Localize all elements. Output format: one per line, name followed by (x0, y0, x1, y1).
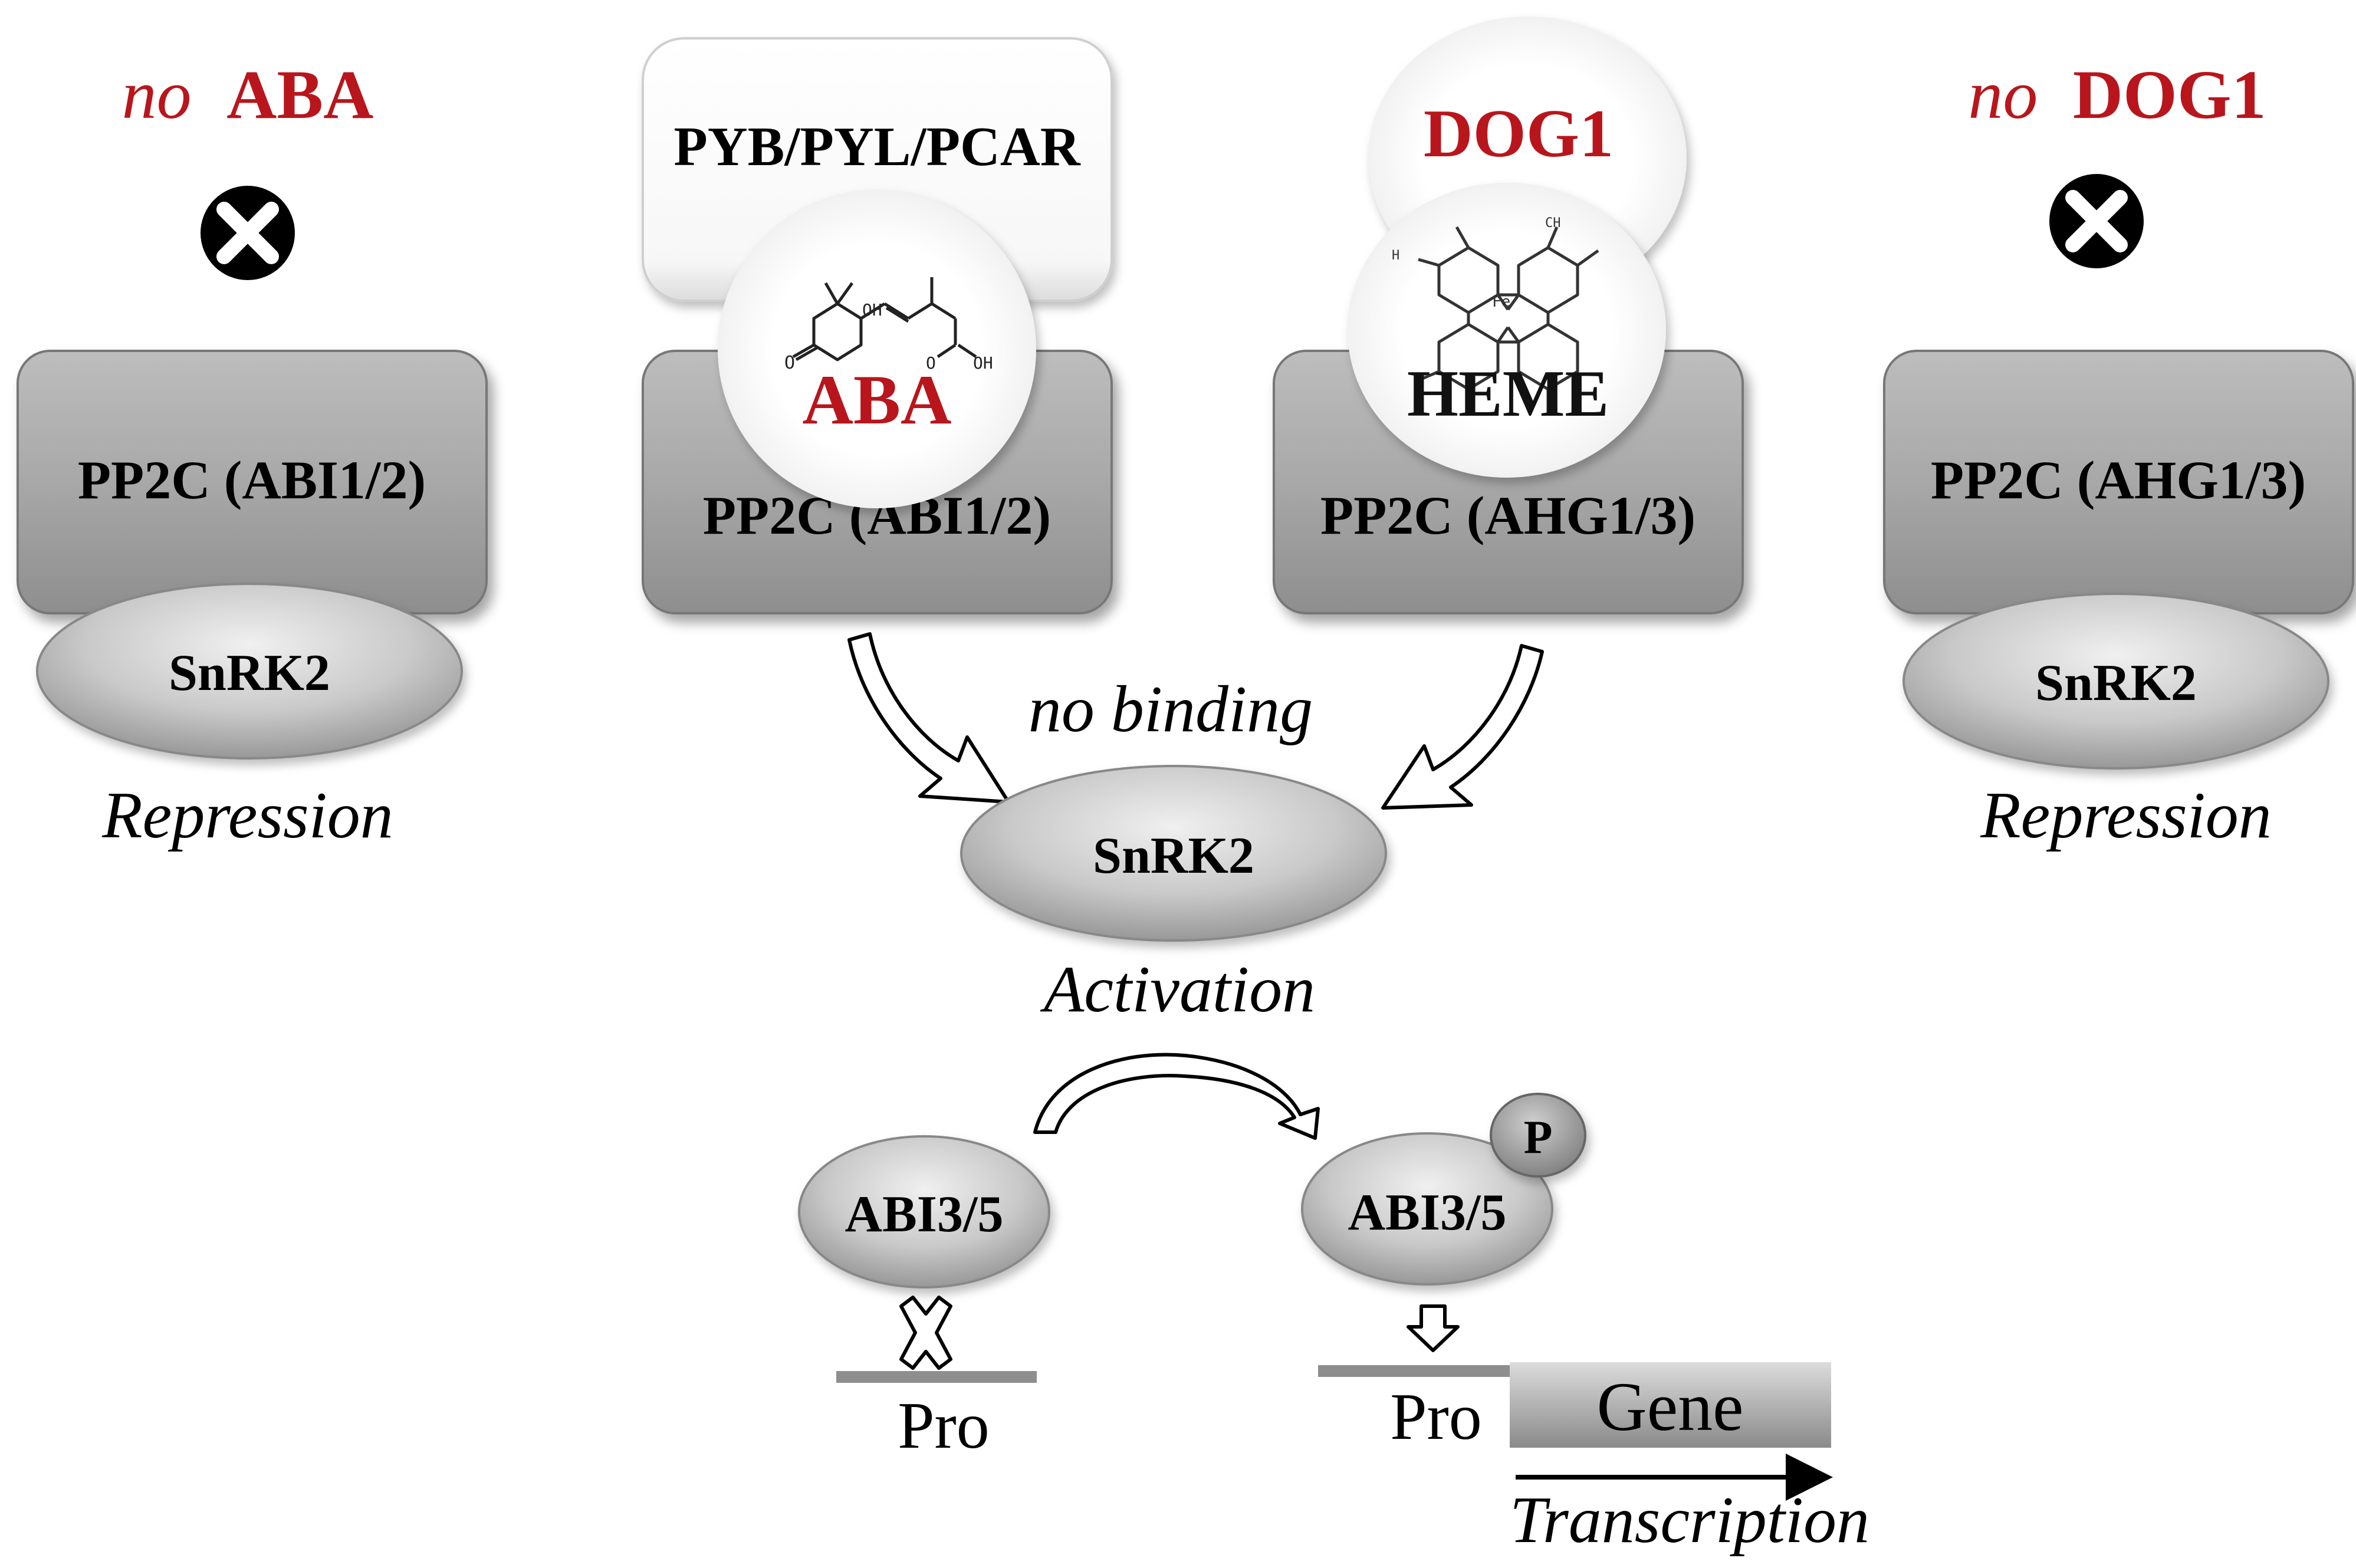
no-dog1-italic: no (1968, 56, 2038, 133)
x-circle-icon (201, 186, 295, 280)
no-dog1-bold: DOG1 (2073, 56, 2266, 133)
gene-label: Gene (1597, 1368, 1744, 1445)
abi35-label-active: ABI3/5 (1348, 1184, 1507, 1241)
no-dog1-title: no DOG1 (1968, 56, 2266, 133)
transcription-pathway: ABI3/5 ABI3/5 P Pro Pro Gene Transcripti… (798, 1053, 1869, 1557)
abi35-label-inactive: ABI3/5 (845, 1186, 1004, 1243)
promoter-line-inactive (836, 1371, 1037, 1383)
dog1-panel: PP2C (AHG1/3) DOG1 (1273, 17, 1744, 614)
snrk2-ellipse-left (36, 583, 463, 760)
aba-molecule-icon (792, 277, 977, 361)
curved-arrow-right (1381, 644, 1544, 810)
left-panel: no ABA PP2C (ABI1/2) SnRK2 Repression (17, 56, 488, 852)
no-aba-italic: no (122, 56, 192, 133)
snrk2-ellipse-right (1902, 593, 2329, 770)
heme-atom-ch3: CH (1545, 216, 1561, 231)
activation-label: Activation (1040, 953, 1315, 1026)
promoter-line-active (1318, 1365, 1510, 1377)
x-circle-icon (2049, 174, 2144, 268)
snrk2-label-left: SnRK2 (169, 645, 330, 702)
pp2c-ahg-label-right: PP2C (AHG1/3) (1931, 450, 2306, 510)
snrk2-ellipse-center (960, 765, 1387, 942)
aba-ligand-ball (718, 190, 1036, 508)
no-binding-label: no binding (1029, 673, 1313, 746)
transcription-label: Transcription (1510, 1484, 1869, 1557)
phospho-label: P (1524, 1112, 1553, 1163)
right-panel: no DOG1 PP2C (AHG1/3) SnRK2 Repression (1883, 56, 2354, 852)
aba-ligand-label: ABA (802, 360, 951, 439)
repression-label-right: Repression (1980, 779, 2272, 852)
no-aba-bold: ABA (226, 56, 373, 133)
pp2c-abi-label-left: PP2C (ABI1/2) (78, 450, 426, 510)
no-aba-title: no ABA (122, 56, 374, 133)
promoter-label-inactive: Pro (898, 1389, 990, 1462)
aba-atom-oh: OH (862, 300, 882, 320)
heme-atom-fe: Fe (1492, 293, 1510, 311)
dog1-protein-label: DOG1 (1424, 96, 1614, 172)
pyb-pyl-pcar-label: PYB/PYL/PCAR (673, 116, 1080, 177)
blocked-x-icon (899, 1296, 952, 1370)
heme-ligand-label: HEME (1407, 357, 1609, 430)
heme-atom-h3c: H (1392, 248, 1399, 263)
phospho-ellipse (1490, 1093, 1586, 1178)
aba-atom-o2: O (926, 353, 936, 373)
aba-atom-oh2: OH (973, 353, 993, 373)
curved-arrow-left (847, 632, 1010, 804)
center-activation: no binding SnRK2 Activation (847, 632, 1544, 1026)
heme-porphyrin-icon (1418, 226, 1599, 413)
abi35-ellipse-inactive (798, 1135, 1050, 1288)
repression-label-left: Repression (101, 779, 393, 852)
abi35-ellipse-active (1301, 1132, 1553, 1286)
phosphorylation-arrow (1033, 1053, 1320, 1140)
down-arrow-icon (1407, 1304, 1460, 1352)
aba-panel: PYB/PYL/PCAR PP2C (ABI1/2) O OH O OH (642, 37, 1113, 614)
snrk2-label-right: SnRK2 (2035, 655, 2197, 712)
gene-box (1510, 1362, 1831, 1448)
aba-atom-o: O (784, 353, 795, 373)
pp2c-ahg-label-center: PP2C (AHG1/3) (1320, 485, 1695, 545)
promoter-label-active: Pro (1390, 1380, 1482, 1454)
snrk2-label-center: SnRK2 (1093, 827, 1254, 885)
